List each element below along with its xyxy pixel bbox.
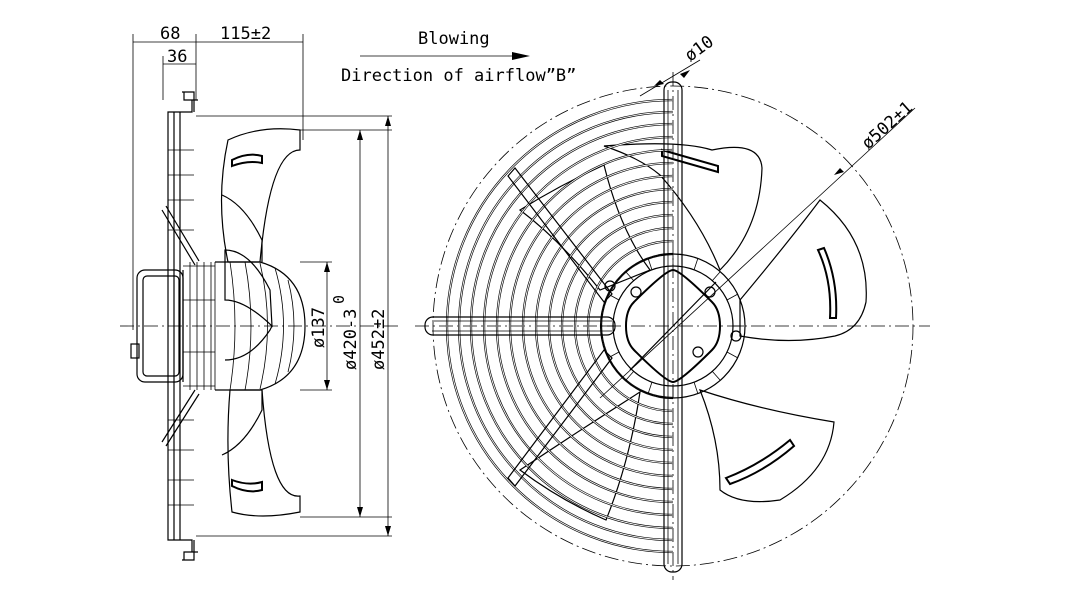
wire-guard	[445, 98, 674, 554]
dim-hole-diameter: ø10	[681, 32, 718, 66]
dim-flange-offset: 36	[167, 47, 187, 67]
dim-outer-diameter: ø502±1	[858, 98, 917, 154]
outer-diameter-leader	[599, 107, 916, 399]
dim-blade-depth: 115±2	[220, 24, 271, 44]
airflow-arrowhead-icon	[512, 52, 530, 60]
dim-hub-diameter: ø137	[309, 307, 329, 348]
airflow-annotation: Blowing Direction of airflow”B”	[341, 29, 576, 86]
hole-leader-line	[639, 59, 701, 97]
motor-hub	[600, 253, 746, 399]
airflow-direction-label: Direction of airflow”B”	[341, 66, 576, 86]
dim-guard-diameter: ø452±2	[369, 309, 389, 370]
side-view: 68 36 115±2	[120, 24, 400, 561]
front-view: ø10 ø502±1	[415, 32, 930, 580]
dim-blade-tolerance-upper: 0	[330, 295, 348, 304]
blowing-label: Blowing	[418, 29, 490, 49]
dim-mount-depth: 68	[160, 24, 180, 44]
guard-support-bars	[424, 81, 683, 573]
dim-blade-diameter: ø420-3	[341, 309, 361, 370]
